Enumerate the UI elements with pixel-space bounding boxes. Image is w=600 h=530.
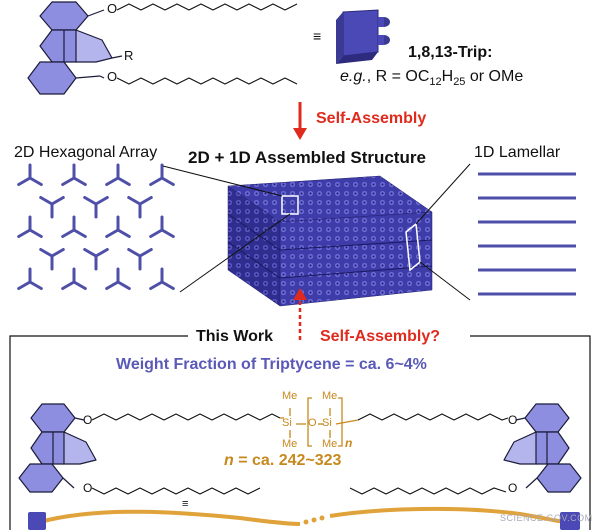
hex-arm: [105, 176, 120, 186]
hex-arm: [61, 176, 76, 186]
lamellar-lines: [478, 172, 576, 296]
self-assembly-label: Self-Assembly: [316, 110, 427, 127]
hexagonal-array-label: 2D Hexagonal Array: [14, 144, 158, 161]
self-assembly-question-arrow: [293, 288, 307, 340]
bottom-left-triptycene: [18, 403, 97, 493]
hex-arm: [149, 176, 164, 186]
hex-arm: [28, 176, 43, 186]
hex-arm: [127, 196, 142, 206]
hex-arm: [116, 228, 131, 238]
self-assembly-question-label: Self-Assembly?: [320, 328, 441, 345]
trip-example: e.g., R = OC12H25 or OMe: [340, 68, 523, 88]
trip-name: 1,8,13-Trip:: [408, 44, 493, 61]
atom-o-left-top: O: [83, 413, 93, 427]
hex-arm: [17, 280, 32, 290]
silicon-2: Si: [322, 417, 332, 429]
methyl-1: Me: [282, 390, 298, 402]
hex-arm: [50, 248, 65, 258]
bottom-chain-left-upper: [91, 413, 281, 421]
trip-or: or OMe: [465, 68, 524, 85]
trip-sub12: 12: [429, 76, 442, 89]
hex-arm: [39, 248, 54, 258]
methyl-4: Me: [322, 438, 338, 450]
ring-back: [75, 29, 113, 63]
hex-arm: [72, 228, 87, 238]
hex-arm: [149, 280, 164, 290]
trip-sub25: 25: [453, 76, 466, 89]
lamellar-label: 1D Lamellar: [474, 144, 561, 161]
hex-arm: [138, 248, 153, 258]
hex-arm: [116, 280, 131, 290]
hex-arm: [149, 228, 164, 238]
assembled-structure-label: 2D + 1D Assembled Structure: [188, 148, 426, 167]
oxygen-siloxane: O: [308, 417, 317, 429]
methyl-3: Me: [322, 390, 338, 402]
r-group-label: R: [124, 48, 134, 63]
top-triptycene-molecule: [27, 1, 123, 95]
hex-connector-bottom: [179, 213, 291, 293]
hex-arm: [61, 228, 76, 238]
atom-o-lower: O: [107, 69, 118, 84]
hex-arm: [72, 280, 87, 290]
silicon-1: Si: [282, 417, 292, 429]
siloxane-core-bonds: [280, 397, 359, 447]
hex-arm: [116, 176, 131, 186]
n-value-prefix: n: [224, 452, 234, 469]
bottom-chain-left-lower: [91, 487, 261, 495]
weight-fraction-label: Weight Fraction of Triptycene = ca. 6~4%: [116, 356, 427, 373]
lam-connector-bottom: [419, 261, 471, 301]
trip-eg-rest: , R = OC: [366, 68, 430, 85]
bottom-chain-right-upper: [357, 413, 509, 421]
self-assembly-arrow: [293, 102, 307, 140]
top-chain-upper: [116, 3, 298, 11]
trip-block-icon: [336, 9, 390, 64]
assembled-3d-block: [227, 175, 433, 307]
hexagonal-array-pattern: [17, 163, 175, 290]
atom-o-upper: O: [107, 1, 118, 16]
hex-arm: [138, 196, 153, 206]
hex-arm: [105, 280, 120, 290]
repeat-count-label: n = ca. 242~323: [224, 452, 341, 470]
hex-arm: [72, 176, 87, 186]
lam-connector-top: [415, 163, 471, 225]
bottom-right-triptycene: [503, 403, 582, 493]
hex-arm: [83, 248, 98, 258]
hex-arm: [160, 228, 175, 238]
this-work-frame: [9, 335, 591, 530]
hex-arm: [83, 196, 98, 206]
atom-o-left-bottom: O: [83, 481, 93, 495]
this-work-label: This Work: [196, 328, 274, 345]
hex-arm: [50, 196, 65, 206]
hex-arm: [28, 280, 43, 290]
watermark: SCIENCE.GOV.COM: [500, 513, 593, 523]
hex-arm: [39, 196, 54, 206]
hex-arm: [94, 196, 109, 206]
ring-upper: [39, 1, 89, 31]
polymer-chain-cartoon: [28, 506, 580, 530]
repeat-n: n: [345, 436, 353, 450]
equivalence-sign-small: ≡: [182, 498, 189, 510]
hex-arm: [61, 280, 76, 290]
ring-lower: [27, 61, 77, 95]
hex-connector-top: [162, 165, 283, 197]
bottom-chain-right-lower: [349, 487, 507, 495]
atom-o-right-bottom: O: [508, 481, 518, 495]
hex-arm: [105, 228, 120, 238]
hex-arm: [127, 248, 142, 258]
atom-o-right-top: O: [508, 413, 518, 427]
trip-eg-prefix: e.g.: [340, 68, 367, 85]
hex-arm: [28, 228, 43, 238]
hex-arm: [94, 248, 109, 258]
trip-h: H: [441, 68, 454, 85]
n-value-rest: = ca. 242~323: [233, 452, 342, 469]
top-chain-lower: [116, 77, 298, 85]
hex-arm: [17, 228, 32, 238]
hex-arm: [160, 176, 175, 186]
hex-arm: [17, 176, 32, 186]
equivalence-sign: ≡: [313, 28, 322, 44]
hex-arm: [160, 280, 175, 290]
methyl-2: Me: [282, 438, 298, 450]
